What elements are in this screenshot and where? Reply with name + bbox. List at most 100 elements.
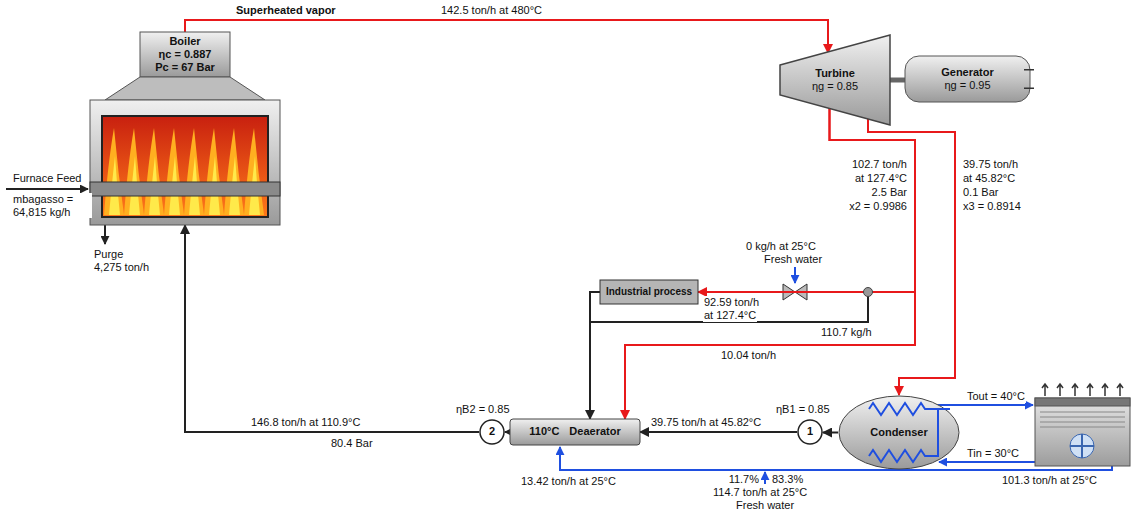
flow-connector (625, 108, 915, 419)
turbine-shape (780, 35, 890, 125)
flame (104, 128, 124, 215)
purge-arrow (104, 225, 106, 244)
node-title: 2 (489, 425, 495, 438)
fresh-water-arrow (794, 267, 796, 283)
flow-connector (505, 431, 510, 433)
flow-label: Superheated vapor (235, 4, 337, 17)
node-title: 1 (807, 425, 813, 438)
flow-label: 80.4 Bar (330, 437, 374, 450)
node-title: Industrial process (606, 286, 692, 298)
air-arrow (1102, 384, 1108, 396)
flow-label: Furnace Feed (12, 172, 82, 185)
flow-label: Tout = 40°C (966, 390, 1026, 403)
air-arrow (1057, 384, 1063, 396)
node-title: 110°C (529, 425, 559, 438)
node-title: Generator (941, 66, 994, 79)
flow-label: 110.7 kg/h (820, 326, 873, 339)
flow-label: 39.75 ton/h at 45.82°C (650, 416, 762, 429)
node-detail: Pc = 67 Bar (155, 61, 215, 74)
tower-fan (1070, 434, 1094, 458)
node-detail: ηg = 0.85 (812, 80, 858, 93)
firebox (102, 116, 268, 217)
flow-label: Fresh water (763, 253, 823, 266)
flow-label: x2 = 0.9986 (848, 200, 908, 213)
cooling-out-line (930, 404, 1033, 406)
pump-circle: 2 (479, 419, 505, 445)
flow-label: 13.42 ton/h at 25°C (520, 475, 617, 488)
flow-connector (185, 225, 479, 432)
flame (244, 128, 264, 215)
node-text-group: Generatorηg = 0.95 (905, 56, 1030, 102)
air-arrow (1087, 384, 1093, 396)
boiler-box: Boilerηc = 0.887Pc = 67 Bar (90, 32, 280, 225)
boiler-stack (140, 32, 230, 77)
air-arrow (1072, 384, 1078, 396)
flow-label: Purge (93, 248, 124, 261)
condenser-shape (839, 396, 959, 469)
feed-pipe (90, 182, 280, 196)
turbine-box: Turbineηg = 0.85 (780, 35, 890, 125)
node-title: Condenser (870, 426, 927, 439)
flow-label: 4,275 ton/h (93, 261, 150, 274)
fresh-water-arrow (764, 472, 766, 484)
node-text-group: Condenser (838, 395, 960, 470)
flow-label: at 127.4°C (703, 309, 757, 322)
node-text-group: Boilerηc = 0.887Pc = 67 Bar (140, 35, 230, 75)
flame (164, 128, 184, 215)
node-text-group: Industrial process (600, 280, 698, 304)
flame (224, 128, 244, 215)
air-arrow (1117, 384, 1123, 396)
flow-label: x3 = 0.8914 (962, 200, 1022, 213)
process-shape (600, 280, 698, 304)
generator-box: Generatorηg = 0.95 (905, 56, 1030, 102)
flow-label: 0 kg/h at 25°C (745, 240, 817, 253)
boiler-body (90, 100, 280, 225)
flow-label: 101.3 ton/h at 25°C (1001, 474, 1098, 487)
flow-connector (823, 432, 838, 434)
cooling-in-line (939, 461, 1035, 463)
flow-connector (185, 20, 828, 53)
node-detail: Deaerator (569, 425, 620, 438)
flow-label: at 45.82°C (962, 172, 1016, 185)
tower-body (1035, 398, 1130, 466)
node-text-group: 1 (797, 419, 823, 445)
tower-fill-line (1040, 412, 1125, 413)
flow-label: 146.8 ton/h at 110.9°C (250, 416, 361, 429)
generator-shape (905, 56, 1030, 102)
tower-fill-line (1040, 427, 1125, 428)
flow-connector (698, 108, 915, 292)
tower-fill-line (1040, 422, 1125, 423)
splitter-dot (864, 288, 873, 297)
flow-label: 0.1 Bar (962, 186, 999, 199)
node-title: Boiler (169, 35, 200, 48)
flow-label: 39.75 ton/h (962, 158, 1019, 171)
flow-label: Fresh water (735, 499, 795, 512)
boiler-hood (105, 77, 265, 100)
condenser-ellipse: Condenser (838, 395, 960, 470)
cooling-tower (1035, 384, 1130, 466)
pump-circle: 1 (797, 419, 823, 445)
flow-label: 10.04 ton/h (720, 349, 777, 362)
tower-top (1035, 398, 1130, 406)
flow-connector (590, 292, 600, 419)
flame (124, 128, 144, 215)
deaerator-box: 110°C Deaerator (510, 419, 640, 445)
node-text-group: Turbineηg = 0.85 (780, 35, 890, 125)
flame (184, 128, 204, 215)
flow-label: mbagasso = 64,815 kg/h (12, 193, 92, 218)
makeup-water-line (560, 447, 1112, 470)
node-detail: ηc = 0.887 (159, 48, 212, 61)
node-title: Turbine (815, 67, 855, 80)
tower-fill-line (1040, 417, 1125, 418)
fan-blades (1070, 434, 1094, 458)
flame (204, 128, 224, 215)
generator-leads (1024, 70, 1034, 88)
air-arrow (1042, 384, 1048, 396)
flow-label: 114.7 ton/h at 25°C (712, 486, 808, 499)
flame (144, 128, 164, 215)
flow-label: 83.3% (771, 473, 804, 486)
pump-shape (798, 420, 822, 444)
condenser-coil (869, 403, 950, 462)
flow-connector (640, 431, 797, 433)
